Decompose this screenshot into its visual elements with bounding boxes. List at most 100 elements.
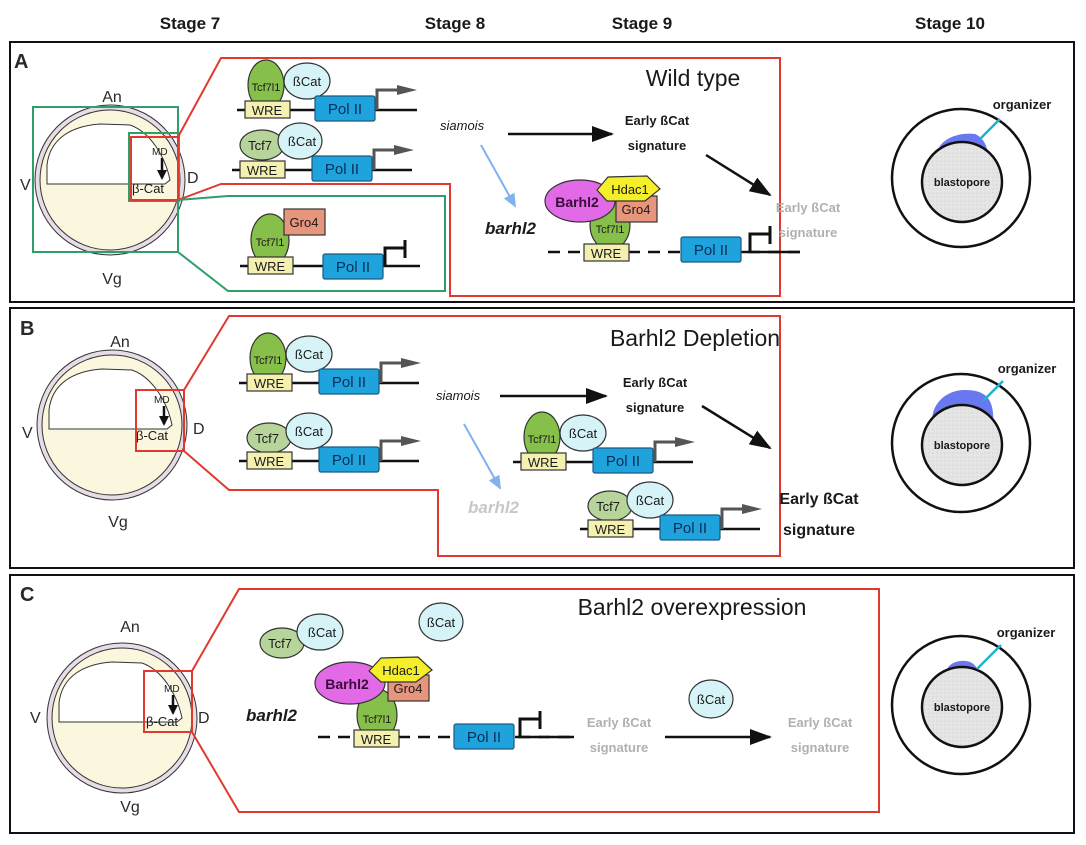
hdac1-protein	[596, 175, 661, 202]
md-label: MD	[152, 147, 168, 158]
wre-element	[247, 256, 294, 275]
vegetal-label: Vg	[102, 271, 122, 288]
svg-text:Tcf7l1: Tcf7l1	[254, 355, 283, 367]
organizer-pointer	[982, 380, 1004, 402]
active-transcription-arrow-icon	[720, 502, 764, 531]
panel-b-letter: B	[20, 318, 34, 340]
repressed-transcription-icon	[748, 224, 772, 254]
stage-10-label: Stage 10	[915, 14, 985, 33]
vegetal-label: Vg	[120, 799, 140, 816]
panel-b-frame	[9, 307, 1075, 569]
wre-element	[583, 243, 630, 262]
stage-9-label: Stage 9	[612, 14, 672, 33]
svg-text:Pol II: Pol II	[328, 101, 362, 118]
bcat-protein	[277, 122, 323, 160]
pol2-box	[659, 514, 721, 541]
barhl2-gene-a: barhl2	[485, 219, 537, 238]
panel-b: B An Vg V D MD β-Cat Tcf7l1 ßCat WRE Pol…	[9, 307, 1075, 569]
svg-text:Pol II: Pol II	[332, 374, 366, 391]
red-zoom-region	[130, 136, 179, 201]
stage-headers: Stage 7 Stage 8 Stage 9 Stage 10	[160, 14, 985, 33]
animal-label: An	[120, 619, 140, 636]
wre-element	[246, 373, 293, 392]
animal-label: An	[110, 334, 130, 351]
gro4-protein	[283, 208, 326, 236]
svg-text:Pol II: Pol II	[606, 453, 640, 470]
panel-c-frame	[9, 574, 1075, 834]
bcat-protein	[626, 481, 674, 519]
siamois-to-barhl2-arrow	[463, 423, 501, 490]
svg-text:Tcf7l1: Tcf7l1	[252, 82, 281, 94]
condition-title-c: Barhl2 overexpression	[578, 594, 807, 620]
svg-text:Pol II: Pol II	[332, 452, 366, 469]
svg-text:Pol II: Pol II	[673, 520, 707, 537]
barhl2-protein	[314, 661, 386, 705]
embryo-stage7-a	[34, 104, 186, 256]
bcat-protein	[285, 335, 333, 373]
siamois-to-barhl2-arrow	[480, 144, 516, 208]
svg-text:Tcf7l1: Tcf7l1	[363, 714, 392, 726]
organizer-label: organizer	[993, 97, 1052, 112]
signature-a-line1: Early ßCat	[625, 113, 690, 128]
panel-a: A An Vg V D MD β-Cat Tcf7l1 ßCat WRE	[9, 41, 1075, 303]
blastopore-label: blastopore	[934, 440, 990, 452]
active-transcription-arrow-icon	[379, 434, 423, 463]
gastrula-stage10-a: blastopore organizer	[890, 97, 1052, 249]
panel-a-letter: A	[14, 51, 28, 73]
target-signature-b-line2: signature	[783, 522, 855, 539]
svg-text:WRE: WRE	[595, 522, 626, 537]
svg-text:Gro4: Gro4	[622, 202, 651, 217]
svg-text:Tcf7l1: Tcf7l1	[528, 434, 557, 446]
wre-element	[244, 100, 291, 119]
svg-text:Tcf7: Tcf7	[596, 499, 620, 514]
wre-element	[353, 729, 400, 748]
complex-tcf7-bcat-active-stage9: Tcf7 ßCat WRE Pol II	[580, 481, 764, 541]
condition-title-b: Barhl2 Depletion	[610, 325, 780, 351]
signature-b-line2: signature	[626, 400, 685, 415]
target-signature-c-line1: Early ßCat	[788, 715, 853, 730]
complex-tcf7l1-bcat-active-stage9: Tcf7l1 ßCat WRE Pol II	[513, 411, 697, 474]
bcat-protein	[283, 62, 331, 100]
condition-title-a: Wild type	[646, 65, 741, 91]
svg-text:Tcf7: Tcf7	[255, 431, 279, 446]
svg-text:WRE: WRE	[361, 732, 392, 747]
dorsal-label: D	[198, 710, 210, 727]
pol2-box	[318, 446, 380, 473]
gastrula-stage10-c: blastopore organizer	[890, 625, 1055, 776]
barhl2-gene-b-faded: barhl2	[468, 498, 520, 517]
signature-c-line1: Early ßCat	[587, 715, 652, 730]
panel-c: C An Vg V D MD β-Cat Tcf7 ßCat ßCat barh…	[9, 574, 1075, 834]
vegetal-label: Vg	[108, 514, 128, 531]
barhl2-repressor-complex-a: Tcf7l1 Barhl2 Gro4 Hdac1 WRE Pol II	[544, 175, 800, 263]
complex-tcf7-bcat-active: Tcf7 ßCat WRE Pol II	[239, 412, 423, 473]
svg-text:Tcf7: Tcf7	[248, 138, 272, 153]
svg-text:WRE: WRE	[247, 163, 278, 178]
svg-text:Barhl2: Barhl2	[325, 676, 369, 692]
organizer-pointer	[976, 644, 1002, 670]
red-callout-a	[177, 57, 781, 297]
svg-text:Hdac1: Hdac1	[382, 663, 420, 678]
svg-text:Pol II: Pol II	[325, 161, 359, 178]
wre-element	[520, 452, 567, 471]
bcat-embryo-label: β-Cat	[146, 714, 178, 729]
red-zoom-region	[135, 389, 185, 452]
svg-text:WRE: WRE	[528, 455, 559, 470]
hdac1-protein	[368, 656, 433, 683]
blastopore-label: blastopore	[934, 177, 990, 189]
svg-text:ßCat: ßCat	[308, 625, 337, 640]
svg-text:ßCat: ßCat	[295, 424, 324, 439]
pol2-box	[322, 253, 384, 280]
active-transcription-arrow-icon	[372, 143, 416, 172]
svg-text:Pol II: Pol II	[467, 729, 501, 746]
svg-text:WRE: WRE	[591, 246, 622, 261]
active-transcription-arrow-icon	[653, 435, 697, 464]
svg-text:WRE: WRE	[254, 454, 285, 469]
complex-tcf7l1-bcat-active: Tcf7l1 ßCat WRE Pol II	[239, 332, 423, 395]
signature-a-line2: signature	[628, 138, 687, 153]
signature-to-target-arrow	[701, 404, 772, 450]
pol2-box	[592, 447, 654, 474]
ventral-label: V	[30, 710, 41, 727]
complex-tcf7l1-gro4-repressed: Tcf7l1 Gro4 WRE Pol II	[240, 208, 420, 280]
stage-7-label: Stage 7	[160, 14, 220, 33]
barhl2-gene-c: barhl2	[246, 706, 298, 725]
